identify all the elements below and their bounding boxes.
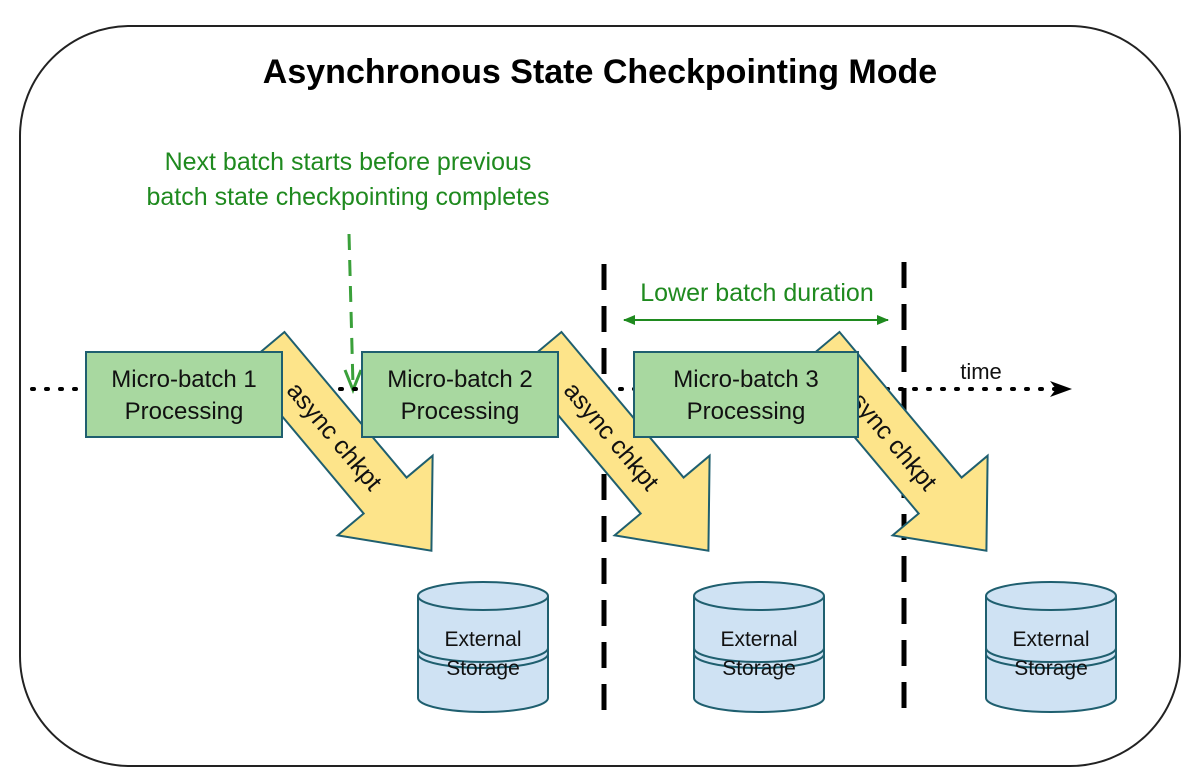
micro-batch-subtitle-3: Processing [687,398,806,425]
storage-cylinder-3: External Storage [985,581,1117,713]
storage-label-line-2: Storage [446,657,520,680]
micro-batch-title-3: Micro-batch 3 [673,366,818,393]
duration-label: Lower batch duration [640,279,873,307]
storage-label-line-1: External [1012,628,1089,651]
diagram-title: Asynchronous State Checkpointing Mode [263,53,937,91]
storage-label-line-2: Storage [1014,657,1088,680]
annotation-line-1: Next batch starts before previous [165,148,532,176]
storage-cylinder-1: External Storage [417,581,549,713]
time-axis-arrowhead-icon [1050,381,1072,397]
micro-batch-box-2 [361,351,559,438]
storage-label-line-1: External [720,628,797,651]
micro-batch-box-1 [85,351,283,438]
micro-batch-title-2: Micro-batch 2 [387,366,532,393]
time-label: time [960,359,1002,384]
storage-cylinder-2: External Storage [693,581,825,713]
micro-batch-subtitle-2: Processing [401,398,520,425]
storage-label-line-1: External [444,628,521,651]
micro-batch-subtitle-1: Processing [125,398,244,425]
storage-label-line-2: Storage [722,657,796,680]
annotation-line-2: batch state checkpointing completes [146,183,549,211]
micro-batch-title-1: Micro-batch 1 [111,366,256,393]
micro-batch-box-3 [633,351,859,438]
